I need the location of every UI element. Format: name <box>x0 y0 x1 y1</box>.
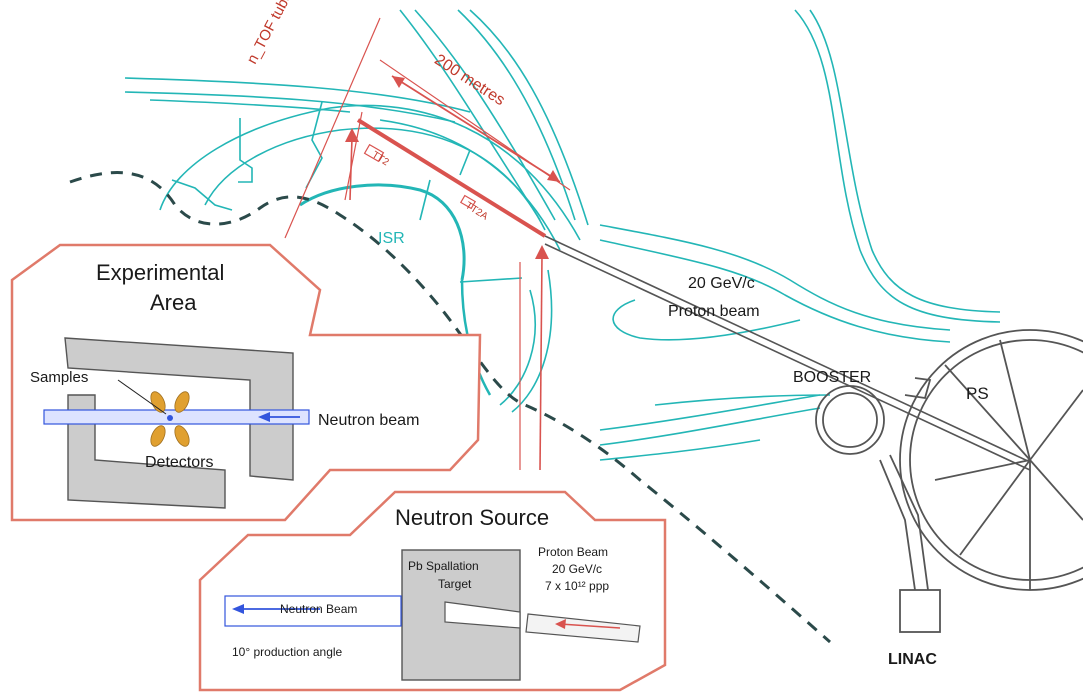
linac-line-1 <box>879 459 916 591</box>
ntof-tube-line <box>356 118 547 238</box>
ntof-tube-label: n_TOF tube <box>244 0 296 67</box>
tunnel-stub-1 <box>238 118 253 183</box>
arrow-left-icon <box>258 412 270 422</box>
neutron-beam-channel <box>224 595 402 627</box>
tunnel-lower-2 <box>599 407 821 446</box>
tunnel-loop <box>612 299 801 341</box>
isr-lower-arc-2 <box>511 269 553 413</box>
proton-beam-energy: 20 GeV/c <box>552 562 602 576</box>
isr-inner-ring <box>379 119 561 251</box>
arrow-up-icon <box>345 128 359 142</box>
neutron-source-panel <box>198 490 667 692</box>
tunnel-stub-2 <box>305 101 323 189</box>
tt-tunnel-4 <box>469 9 589 226</box>
source-neutron-beam-label: Neutron Beam <box>280 602 357 616</box>
tt-tunnel-3 <box>457 9 576 221</box>
tunnel-outline-top-3 <box>149 99 351 113</box>
proton-beam-energy-label: 20 GeV/c <box>688 275 755 292</box>
ps-spokes <box>934 339 1083 590</box>
isr-tunnel-network <box>124 9 1001 461</box>
distance-label: 200 metres <box>431 51 507 109</box>
sample-point-icon <box>167 415 173 421</box>
tunnel-tag-label-1: TT2 <box>370 150 391 169</box>
neutron-source-title: Neutron Source <box>395 505 549 530</box>
target-channel <box>444 601 521 629</box>
proton-beam-title: Proton Beam <box>538 545 608 559</box>
arrow-left-icon <box>232 604 244 614</box>
isr-outer-ring <box>159 104 581 241</box>
arrow-left-icon <box>555 619 566 629</box>
linac-box <box>899 589 941 633</box>
samples-leader <box>117 379 167 415</box>
detectors-label: Detectors <box>145 454 213 471</box>
tunnel-lower-4 <box>599 439 761 461</box>
tunnel-lower-3 <box>654 394 831 406</box>
proton-beam-line <box>544 235 1031 471</box>
target-label-1: Pb Spallation <box>408 559 479 573</box>
distance-arrow <box>391 75 561 183</box>
booster-ring-outer <box>815 385 885 455</box>
shield-block-upper <box>64 337 294 481</box>
arrow-up-icon <box>535 245 549 259</box>
proton-beam-label: Proton beam <box>668 303 760 320</box>
tunnel-right-2 <box>809 9 1001 313</box>
proton-beam-arrow-line <box>559 623 621 629</box>
shield-block-lower <box>67 394 226 509</box>
linac-label: LINAC <box>888 651 937 668</box>
ps-label: PS <box>966 384 989 403</box>
exp-neutron-beam-label: Neutron beam <box>318 412 419 429</box>
experimental-area-title-1: Experimental <box>96 260 224 285</box>
target-label-2: Target <box>438 577 472 591</box>
isr-spoke-lower <box>459 277 523 283</box>
tunnel-lower-1 <box>599 394 821 431</box>
tt-tunnel-2 <box>414 9 556 221</box>
tt-tunnel-1 <box>399 9 541 221</box>
site-boundary-dashed <box>69 171 831 644</box>
isr-spoke-upper <box>459 149 471 176</box>
tube-end-arrows <box>345 128 549 471</box>
proton-beam-pipe <box>525 613 641 643</box>
tunnel-tag-marks <box>363 143 477 210</box>
isr-spoke-mid <box>419 179 431 221</box>
isr-ring-bold <box>299 183 466 281</box>
booster-transfer <box>904 377 932 400</box>
tunnel-outline-top-1 <box>124 77 471 113</box>
ps-ring-inner <box>909 339 1083 581</box>
isr-lower-arc-1 <box>499 289 536 406</box>
tunnel-tag-label-2: TT2A <box>463 200 490 222</box>
experimental-area-panel <box>10 243 482 522</box>
production-angle-label: 10° production angle <box>232 645 343 659</box>
booster-label: BOOSTER <box>793 369 871 386</box>
samples-label: Samples <box>30 369 88 386</box>
isr-label: ISR <box>378 230 405 247</box>
booster-ring-inner <box>822 392 878 448</box>
linac-line-2 <box>889 454 929 591</box>
tunnel-stub-3 <box>171 179 233 211</box>
tunnel-mid-2 <box>599 239 951 343</box>
proton-beam-intensity: 7 x 10¹² ppp <box>545 579 609 593</box>
tunnel-outline-top-2 <box>124 91 456 123</box>
ps-ring-outer <box>899 329 1083 591</box>
accelerator-complex <box>815 329 1083 633</box>
experimental-area-title-2: Area <box>150 290 197 315</box>
tunnel-mid-1 <box>599 224 951 331</box>
tunnel-right-1 <box>794 9 1001 323</box>
experimental-area-frame <box>10 243 482 522</box>
